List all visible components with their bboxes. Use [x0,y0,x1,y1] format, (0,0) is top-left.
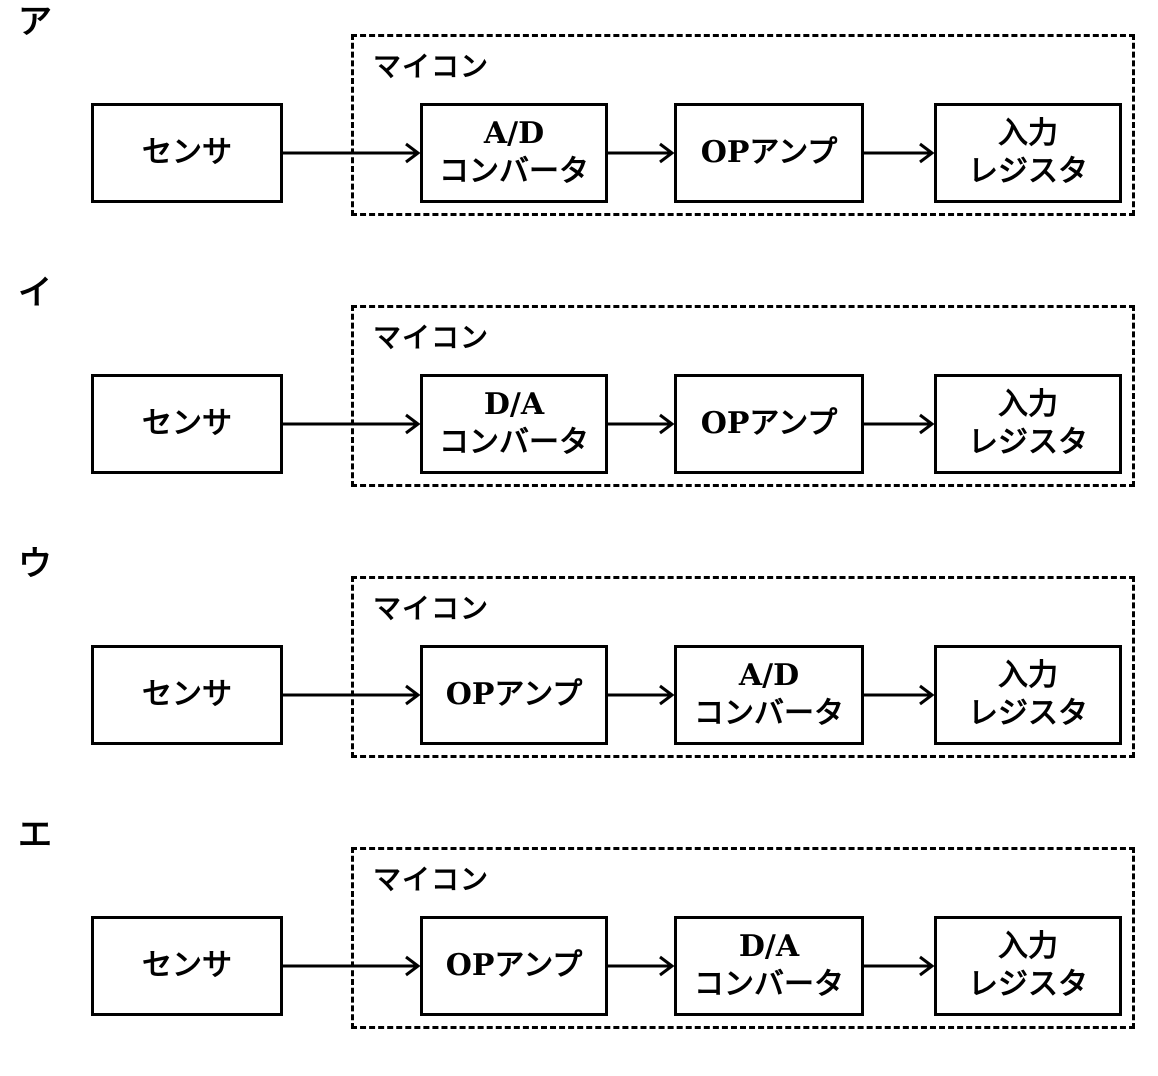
option-label: エ [18,815,52,855]
stage2-label-line1: D/A [738,929,800,964]
microcontroller-label: マイコン [373,50,490,83]
stage3-label-line1: 入力 [998,116,1058,151]
sensor-label: センサ [142,135,232,170]
arrow-sensor-to-stage1 [283,142,421,164]
stage1-block: OPアンプ [420,645,608,745]
sensor-block: センサ [91,916,283,1016]
sensor-label: センサ [142,677,232,712]
sensor-label: センサ [142,406,232,441]
stage3-block: 入力 レジスタ [934,374,1122,474]
diagram-option-u: ウ マイコン センサ OPアンプ A/D コンバータ 入力 レジスタ [0,542,1158,805]
stage2-label-line1: OPアンプ [700,406,838,441]
microcontroller-boundary [351,847,1135,1029]
stage2-block: OPアンプ [674,374,864,474]
arrow-sensor-to-stage1 [283,413,421,435]
stage1-label-line1: OPアンプ [445,948,583,983]
stage2-label-line2: コンバータ [694,696,844,731]
stage3-label-line1: 入力 [998,929,1058,964]
microcontroller-label: マイコン [373,592,490,625]
stage3-label-line1: 入力 [998,387,1058,422]
stage2-label-line1: OPアンプ [700,135,838,170]
microcontroller-boundary [351,34,1135,216]
stage2-block: OPアンプ [674,103,864,203]
sensor-block: センサ [91,103,283,203]
stage1-label-line2: コンバータ [439,425,589,460]
stage1-label-line1: D/A [483,387,545,422]
option-label: イ [18,273,52,313]
stage3-block: 入力 レジスタ [934,103,1122,203]
arrow-stage2-to-stage3 [864,413,935,435]
sensor-label: センサ [142,948,232,983]
stage3-label-line2: レジスタ [968,154,1088,189]
stage2-label-line2: コンバータ [694,967,844,1002]
arrow-stage2-to-stage3 [864,684,935,706]
microcontroller-label: マイコン [373,321,490,354]
stage1-block: A/D コンバータ [420,103,608,203]
arrow-stage1-to-stage2 [608,413,675,435]
diagram-option-e: エ マイコン センサ OPアンプ D/A コンバータ 入力 レジスタ [0,813,1158,1076]
arrow-stage2-to-stage3 [864,955,935,977]
sensor-block: センサ [91,374,283,474]
stage3-label-line1: 入力 [998,658,1058,693]
arrow-sensor-to-stage1 [283,684,421,706]
stage1-block: D/A コンバータ [420,374,608,474]
microcontroller-label: マイコン [373,863,490,896]
diagram-option-a: ア マイコン センサ A/D コンバータ OPアンプ 入力 レジスタ [0,0,1158,263]
stage3-block: 入力 レジスタ [934,645,1122,745]
arrow-stage1-to-stage2 [608,955,675,977]
microcontroller-boundary [351,305,1135,487]
diagram-option-i: イ マイコン センサ D/A コンバータ OPアンプ 入力 レジスタ [0,271,1158,534]
stage1-label-line1: OPアンプ [445,677,583,712]
stage3-block: 入力 レジスタ [934,916,1122,1016]
stage1-label-line2: コンバータ [439,154,589,189]
stage2-block: D/A コンバータ [674,916,864,1016]
stage2-label-line1: A/D [738,658,800,693]
stage1-label-line1: A/D [483,116,545,151]
arrow-stage1-to-stage2 [608,142,675,164]
stage3-label-line2: レジスタ [968,696,1088,731]
arrow-sensor-to-stage1 [283,955,421,977]
stage3-label-line2: レジスタ [968,967,1088,1002]
stage1-block: OPアンプ [420,916,608,1016]
arrow-stage1-to-stage2 [608,684,675,706]
arrow-stage2-to-stage3 [864,142,935,164]
sensor-block: センサ [91,645,283,745]
option-label: ア [18,2,52,42]
microcontroller-boundary [351,576,1135,758]
stage2-block: A/D コンバータ [674,645,864,745]
stage3-label-line2: レジスタ [968,425,1088,460]
option-label: ウ [18,544,52,584]
